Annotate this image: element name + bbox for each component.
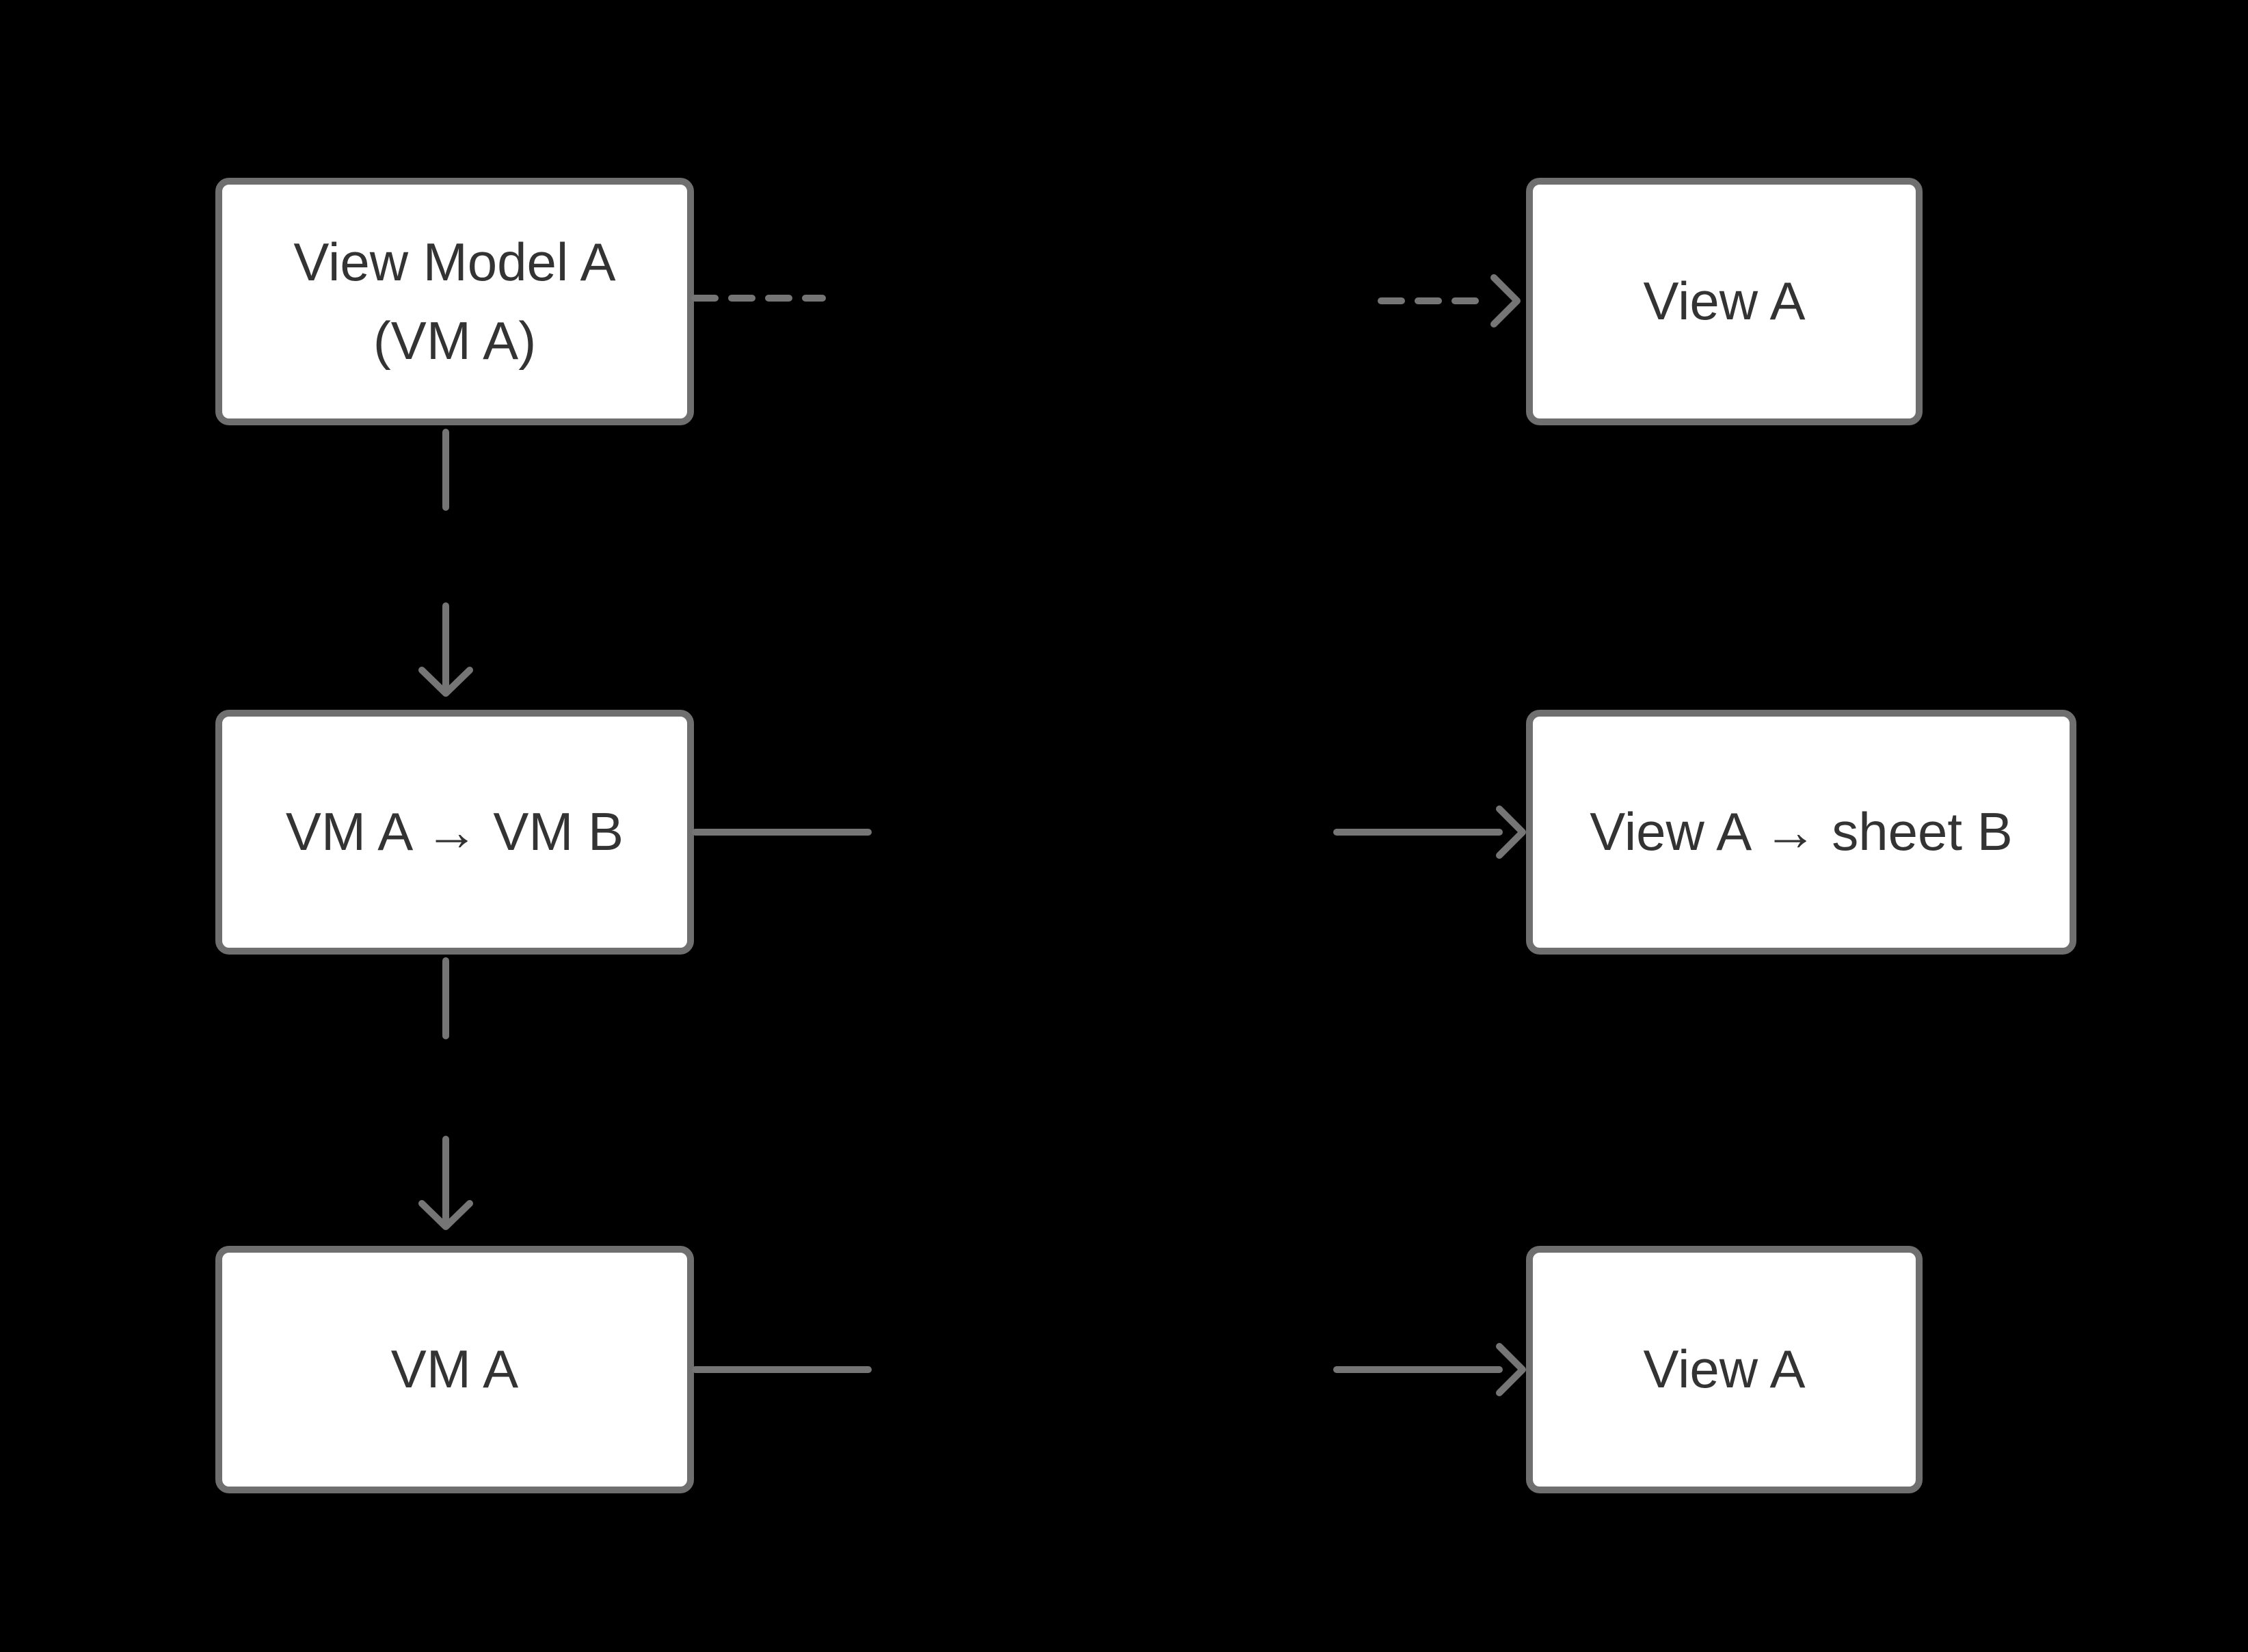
edge-vertical-2-upper-segment [442,957,449,1039]
edge-vertical-2-arrowhead-segment [418,1136,473,1230]
node-vm-a-to-vm-b: VM A → VM B [215,710,694,955]
node-label: View A [1643,1339,1806,1400]
node-label: VM A → VM B [285,801,624,862]
node-view-model-a: View Model A (VM A) [215,178,694,425]
edge-dashed-arrowhead-segment [1378,274,1521,328]
edge-dashed-left-segment [691,295,826,302]
edge-row2-arrowhead-segment [1333,805,1526,859]
edge-row3-arrowhead-segment [1333,1343,1526,1396]
node-view-a-to-sheet-b: View A → sheet B [1526,710,2076,955]
edge-row2-left-segment [692,829,872,836]
node-view-a-bottom: View A [1526,1246,1923,1493]
node-label: View A → sheet B [1590,801,2013,862]
node-label: View A [1643,271,1806,332]
node-label-line1: View Model A [293,231,616,292]
node-label: VM A [390,1339,519,1400]
node-label-line2: (VM A) [373,310,537,371]
node-view-a-top: View A [1526,178,1923,425]
edge-vertical-1-arrowhead-segment [418,602,473,697]
edge-row3-left-segment [692,1366,872,1373]
node-vm-a: VM A [215,1246,694,1493]
edge-vertical-1-upper-segment [442,429,449,511]
